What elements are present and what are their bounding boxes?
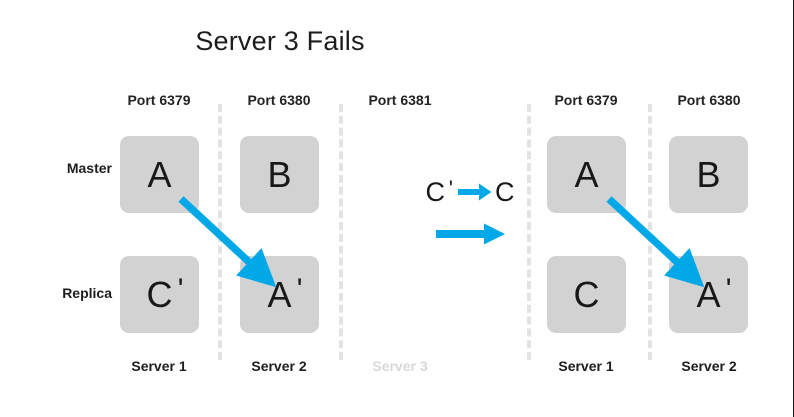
page-title: Server 3 Fails xyxy=(195,26,365,56)
node-before-replica-server1[interactable]: C xyxy=(120,256,199,333)
port-label-before-2: Port 6380 xyxy=(247,92,311,108)
node-glyph: B xyxy=(267,153,292,195)
server-label-before-1: Server 1 xyxy=(131,358,187,374)
column-divider-before-2 xyxy=(339,104,343,360)
node-before-master-server2[interactable]: B xyxy=(240,136,319,213)
node-glyph: C xyxy=(573,273,600,315)
column-divider-after-1 xyxy=(527,104,531,360)
node-glyph: A xyxy=(574,153,599,195)
row-label-replica: Replica xyxy=(62,285,112,301)
node-before-master-server1[interactable]: A xyxy=(120,136,199,213)
legend-promotion: C C xyxy=(420,175,520,209)
port-label-after-1: Port 6379 xyxy=(554,92,618,108)
row-label-master: Master xyxy=(66,160,112,176)
node-before-replica-server2[interactable]: A xyxy=(240,256,319,333)
node-glyph: C xyxy=(147,275,184,313)
server-label-after-2: Server 2 xyxy=(681,358,737,374)
server-label-before-3-failed: Server 3 xyxy=(372,358,428,374)
server-label-before-2: Server 2 xyxy=(251,358,307,374)
port-label-before-1: Port 6379 xyxy=(127,92,191,108)
column-divider-before-1 xyxy=(218,104,222,360)
arrow-right-icon-transition xyxy=(436,223,505,245)
server-label-after-1: Server 1 xyxy=(558,358,614,374)
legend-promotion-to: C xyxy=(495,176,515,207)
node-after-replica-server2[interactable]: A xyxy=(669,256,748,333)
node-glyph: A xyxy=(267,275,302,313)
column-divider-after-2 xyxy=(648,104,652,360)
node-after-master-server1[interactable]: A xyxy=(547,136,626,213)
node-after-master-server2[interactable]: B xyxy=(669,136,748,213)
node-glyph: A xyxy=(147,153,172,195)
node-glyph: A xyxy=(696,275,731,313)
port-label-before-3: Port 6381 xyxy=(368,92,432,108)
node-after-replica-server1[interactable]: C xyxy=(547,256,626,333)
node-glyph: B xyxy=(696,153,721,195)
port-label-after-2: Port 6380 xyxy=(677,92,741,108)
legend-promotion-from: C xyxy=(426,178,453,206)
arrow-right-icon-promotion xyxy=(458,183,492,201)
